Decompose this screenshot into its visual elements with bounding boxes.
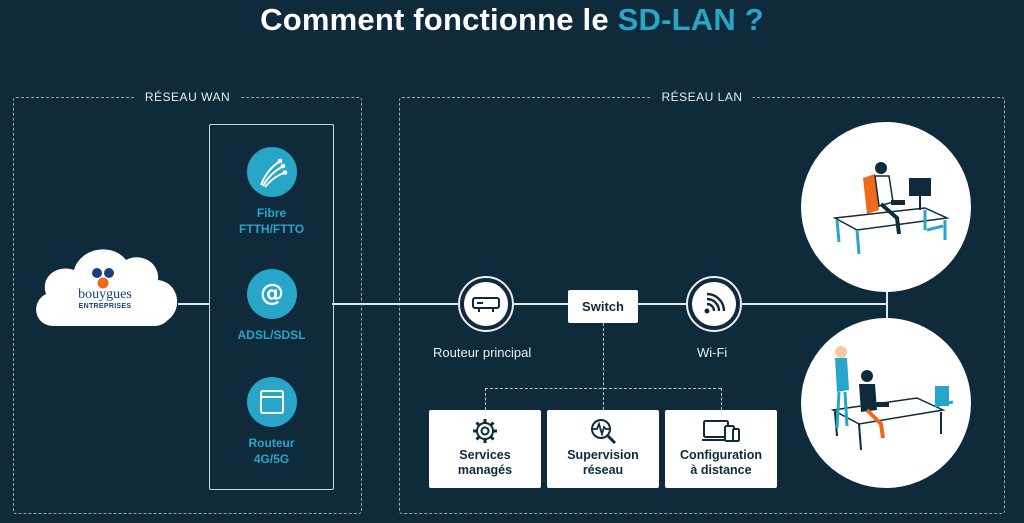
gear-icon: [429, 417, 541, 445]
page-title: Comment fonctionne le SD-LAN ?: [0, 2, 1024, 38]
switch-to-wifi-line: [638, 303, 686, 305]
wifi-to-office-line: [742, 303, 887, 305]
services-dash-left: [485, 388, 486, 410]
fiber-icon: [246, 147, 297, 197]
office-worker-illustration: [832, 162, 950, 255]
wan-item-adsl: @ ADSL/SDSL: [210, 269, 333, 343]
cloud-to-wan-line: [178, 303, 210, 305]
wifi-label: Wi-Fi: [697, 345, 728, 360]
wan-item-fiber-line2: FTTH/FTTO: [238, 222, 305, 236]
card-supervision-line1: Supervision: [567, 448, 639, 462]
wifi-icon: [692, 282, 736, 326]
wan-region-label: RÉSEAU WAN: [134, 90, 241, 104]
router-icon: [464, 282, 508, 326]
wan-item-4g5g: Routeur 4G/5G: [210, 377, 333, 467]
services-dash-horizontal: [485, 388, 721, 389]
wan-item-4g5g-line1: Routeur: [248, 436, 295, 450]
switch-dash-vertical: [603, 323, 604, 410]
meeting-illustration: [830, 346, 954, 451]
lan-region-label: RÉSEAU LAN: [651, 90, 753, 104]
wan-access-box: Fibre FTTH/FTTO @ ADSL/SDSL Routeur 4G/5…: [209, 124, 334, 490]
svg-text:@: @: [260, 279, 284, 307]
wan-item-fiber-line1: Fibre: [256, 206, 287, 220]
magnifier-pulse-icon: [547, 417, 659, 445]
office-scene-meeting: [801, 318, 971, 488]
wifi-node: [686, 276, 742, 332]
card-remote-config: Configuration à distance: [665, 410, 777, 488]
devices-icon: [665, 417, 777, 445]
wan-to-router-line: [332, 303, 458, 305]
card-network-supervision: Supervision réseau: [547, 410, 659, 488]
cloud-icon: [36, 249, 178, 326]
office-scene-desk: [801, 122, 971, 292]
router-node: [458, 276, 514, 332]
wan-region: RÉSEAU WAN: [13, 90, 362, 514]
router-box-icon: [246, 377, 297, 427]
card-managed-services: Services managés: [429, 410, 541, 488]
card-managed-line1: Services: [459, 448, 511, 462]
lan-region: RÉSEAU LAN: [399, 90, 1005, 514]
card-config-line2: à distance: [690, 463, 752, 477]
wan-item-fiber: Fibre FTTH/FTTO: [210, 147, 333, 237]
bouygues-brand: bouygues ENTREPRISES: [50, 287, 160, 311]
title-main: Comment fonctionne le: [260, 2, 609, 37]
card-managed-line2: managés: [457, 463, 513, 477]
at-icon: @: [246, 269, 297, 319]
card-config-line1: Configuration: [680, 448, 762, 462]
router-label: Routeur principal: [433, 345, 532, 360]
bouygues-logo-icon: [92, 268, 114, 289]
office-vertical-line: [886, 240, 888, 380]
wan-item-adsl-line1: ADSL/SDSL: [237, 328, 306, 342]
wan-item-4g5g-line2: 4G/5G: [253, 452, 290, 466]
brand-sub: ENTREPRISES: [78, 303, 132, 310]
router-to-switch-line: [514, 303, 568, 305]
switch-node: Switch: [568, 290, 638, 323]
card-supervision-line2: réseau: [582, 463, 624, 477]
title-accent: SD-LAN ?: [617, 2, 764, 37]
services-dash-right: [721, 388, 722, 410]
brand-name: bouygues: [78, 287, 132, 302]
